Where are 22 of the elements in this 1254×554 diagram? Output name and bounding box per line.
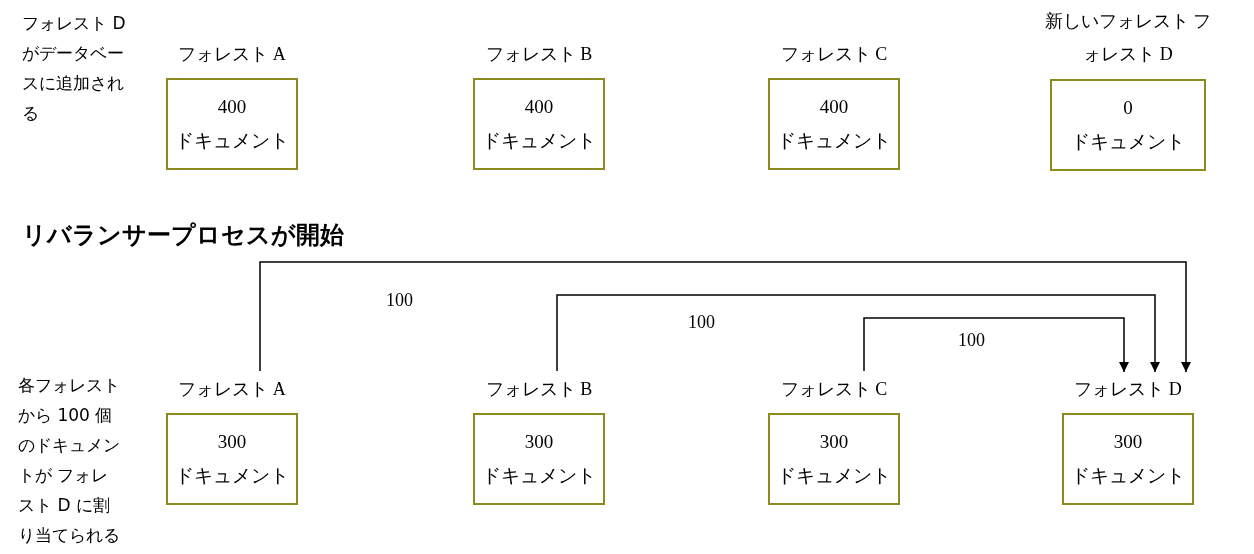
arrow bbox=[556, 294, 1160, 373]
forest-box: 300 ドキュメント bbox=[1062, 413, 1194, 505]
note-text: 各フォレストから 100 個のドキュメントが フォレスト D に割り当てられる bbox=[18, 374, 121, 547]
section-heading: リバランサープロセスが開始 bbox=[22, 220, 345, 250]
forest-heading: 新しいフォレスト フォレスト D bbox=[1043, 10, 1213, 66]
forest-box: 400 ドキュメント bbox=[768, 78, 900, 170]
forest-box: 400 ドキュメント bbox=[166, 78, 298, 170]
forest-box: 300 ドキュメント bbox=[473, 413, 605, 505]
forest-heading: フォレスト B bbox=[484, 43, 594, 66]
arrow bbox=[259, 261, 1191, 373]
forest-box: 300 ドキュメント bbox=[768, 413, 900, 505]
forest-heading: フォレスト B bbox=[484, 378, 594, 401]
forest-heading: フォレスト D bbox=[1073, 378, 1183, 401]
arrow bbox=[863, 317, 1129, 373]
forest-box: 400 ドキュメント bbox=[473, 78, 605, 170]
forest-box: 300 ドキュメント bbox=[166, 413, 298, 505]
note-text: フォレスト Dがデータベースに追加される bbox=[22, 12, 127, 125]
forest-heading: フォレスト A bbox=[177, 43, 287, 66]
forest-box: 0 ドキュメント bbox=[1050, 79, 1206, 171]
forest-heading: フォレスト C bbox=[779, 378, 889, 401]
forest-heading: フォレスト A bbox=[177, 378, 287, 401]
forest-heading: フォレスト C bbox=[779, 43, 889, 66]
